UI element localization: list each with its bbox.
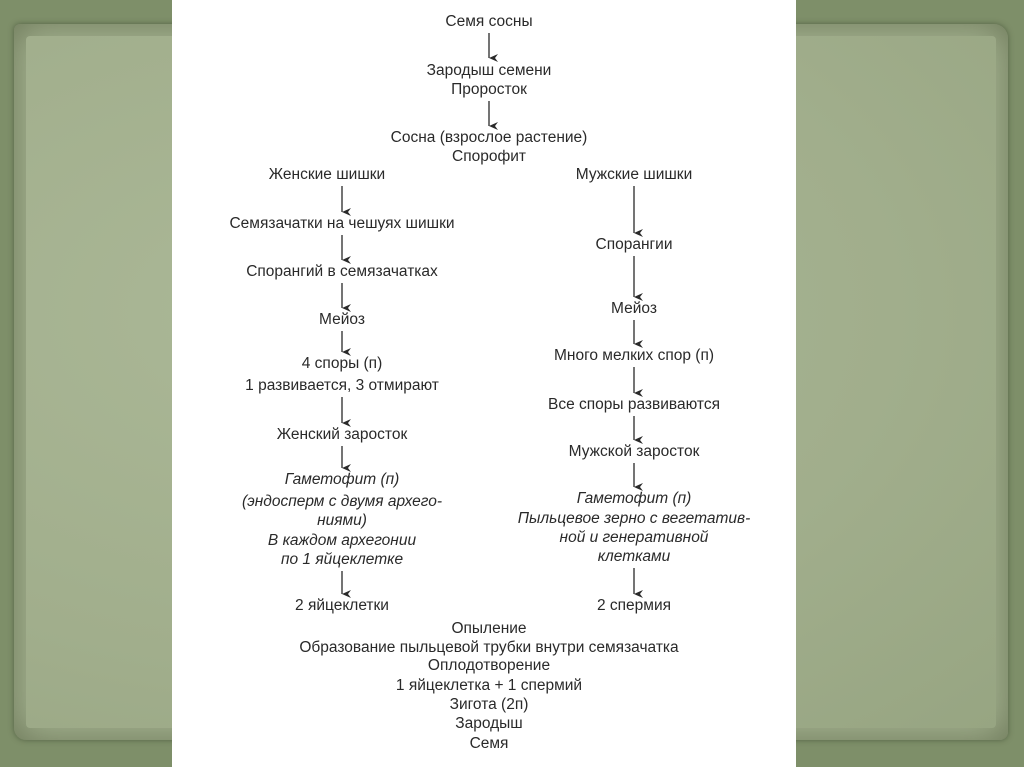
node-seed-embryo: Зародыш семени — [426, 62, 552, 79]
node-egg-cells: 2 яйцеклетки — [295, 597, 389, 614]
node-adult-pine: Сосна (взрослое растение) — [390, 129, 588, 146]
node-many-spores: Много мелких спор (п) — [553, 347, 715, 364]
node-male-meiosis: Мейоз — [611, 300, 657, 317]
node-sperm-cells: 2 спермия — [596, 597, 672, 614]
node-fertilization: Оплодотворение — [427, 657, 551, 674]
node-male-cones: Мужские шишки — [575, 166, 693, 183]
node-pollen-line3: клетками — [597, 548, 671, 565]
node-archegonia-line1: В каждом архегонии — [267, 532, 417, 549]
node-pine-seed: Семя сосны — [445, 13, 533, 30]
node-male-prothallus: Мужской заросток — [568, 443, 700, 460]
node-male-gametophyte: Гаметофит (п) — [576, 490, 692, 507]
node-zygote: Зигота (2п) — [449, 696, 529, 713]
node-gamete-fusion: 1 яйцеклетка + 1 спермий — [395, 677, 583, 694]
node-female-cones: Женские шишки — [268, 166, 386, 183]
node-pollination: Опыление — [451, 620, 527, 637]
diagram-sheet: Семя сосны Зародыш семени Проросток Сосн… — [172, 0, 796, 767]
node-female-meiosis: Мейоз — [319, 311, 365, 328]
node-pollen-line2: ной и генеративной — [559, 529, 709, 546]
node-pollen-line1: Пыльцевое зерно с вегетатив- — [517, 510, 751, 527]
node-female-gametophyte: Гаметофит (п) — [284, 471, 400, 488]
node-sporophyte: Спорофит — [452, 148, 526, 165]
node-endosperm-line2: ниями) — [317, 512, 367, 529]
flow-arrows — [341, 33, 643, 598]
node-archegonia-line2: по 1 яйцеклетке — [280, 551, 404, 568]
node-embryo: Зародыш — [455, 715, 523, 732]
node-pollen-tube: Образование пыльцевой трубки внутри семя… — [299, 639, 679, 656]
node-spores-fate-male: Все споры развиваются — [548, 396, 720, 413]
node-four-spores: 4 споры (п) — [301, 355, 383, 372]
node-male-sporangia: Спорангии — [595, 236, 673, 253]
node-female-prothallus: Женский заросток — [276, 426, 408, 443]
node-female-sporangium: Спорангий в семязачатках — [246, 263, 438, 280]
node-spores-fate-female: 1 развивается, 3 отмирают — [245, 377, 439, 394]
node-seed: Семя — [469, 735, 509, 752]
node-sprout: Проросток — [451, 81, 527, 98]
node-endosperm-line1: (эндосперм с двумя архего- — [241, 493, 443, 510]
node-ovules: Семязачатки на чешуях шишки — [229, 215, 455, 232]
